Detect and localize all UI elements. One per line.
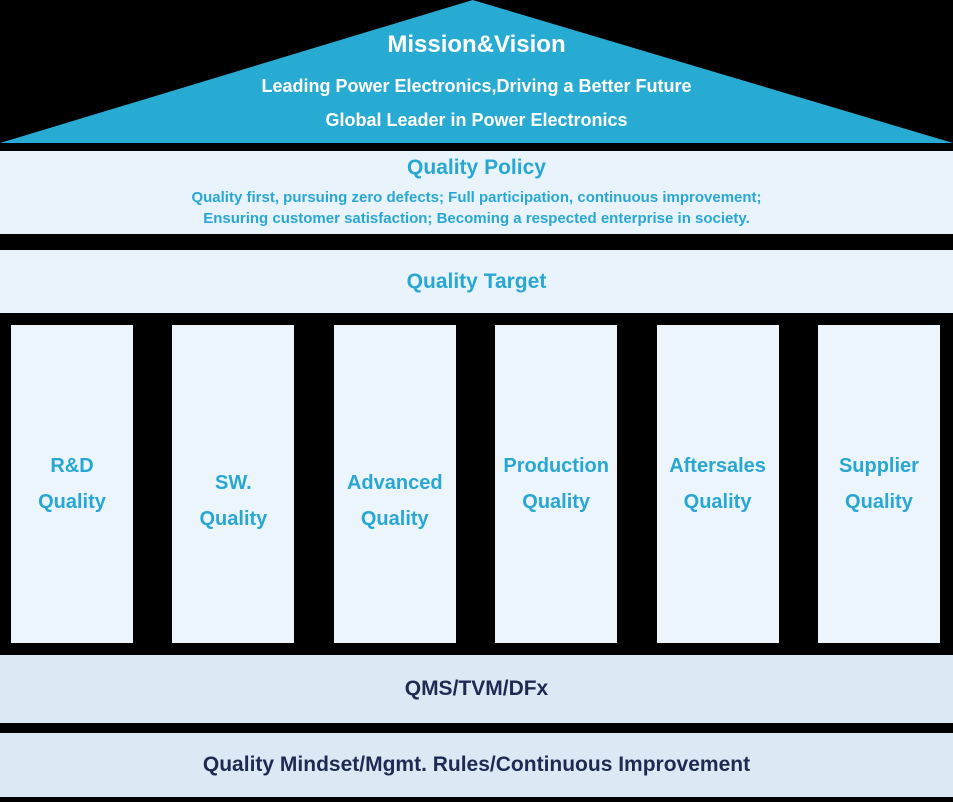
quality-policy-line-2: Ensuring customer satisfaction; Becoming… [203, 210, 750, 227]
pillar-label-line-1: Advanced [346, 472, 443, 494]
pillar-label: SW. Quality [199, 465, 267, 537]
pillar-label-line-2: Quality [845, 491, 913, 513]
pillar-label: Aftersales Quality [669, 448, 766, 520]
pillar-label-line-2: Quality [683, 491, 752, 513]
mission-vision-roof: Mission&Vision Leading Power Electronics… [0, 0, 953, 143]
pillar-sw-quality: SW. Quality [172, 325, 295, 643]
quality-policy-line-1: Quality first, pursuing zero defects; Fu… [191, 189, 762, 206]
quality-target-band: Quality Target [0, 250, 953, 313]
pillar-label: Advanced Quality [347, 465, 443, 537]
pillar-advanced-quality: Advanced Quality [333, 325, 456, 643]
roof-subtitle-mission: Leading Power Electronics,Driving a Bett… [261, 76, 692, 96]
quality-policy-title: Quality Policy [407, 156, 546, 179]
quality-pillars-row: R&D Quality SW. Quality Advanced Quality… [0, 325, 953, 643]
pillar-label-line-1: Supplier [838, 455, 919, 477]
base-foundation-band: Quality Mindset/Mgmt. Rules/Continuous I… [0, 733, 953, 797]
qms-label: QMS/TVM/DFx [404, 677, 549, 700]
pillar-label-line-2: Quality [199, 508, 268, 530]
pillar-label-line-1: SW. [215, 472, 252, 494]
qms-foundation-band: QMS/TVM/DFx [0, 655, 953, 723]
pillar-label-line-2: Quality [360, 508, 429, 530]
pillar-label-line-1: Production [503, 455, 609, 477]
pillar-production-quality: Production Quality [495, 325, 618, 643]
pillar-rd-quality: R&D Quality [11, 325, 133, 643]
roof-subtitle-vision: Global Leader in Power Electronics [325, 110, 628, 130]
quality-policy-band: Quality Policy Quality first, pursuing z… [0, 151, 953, 234]
pillar-label: R&D Quality [38, 448, 106, 520]
quality-target-title: Quality Target [406, 269, 547, 293]
pillar-label-line-2: Quality [522, 491, 591, 513]
pillar-label-line-1: Aftersales [669, 455, 766, 477]
pillar-label: Supplier Quality [839, 448, 919, 520]
pillar-label: Production Quality [503, 448, 609, 520]
pillar-label-line-2: Quality [38, 491, 106, 513]
roof-title: Mission&Vision [387, 31, 566, 58]
pillar-label-line-1: R&D [50, 455, 94, 477]
pillar-aftersales-quality: Aftersales Quality [656, 325, 779, 643]
base-label: Quality Mindset/Mgmt. Rules/Continuous I… [202, 753, 751, 776]
pillar-supplier-quality: Supplier Quality [817, 325, 940, 643]
